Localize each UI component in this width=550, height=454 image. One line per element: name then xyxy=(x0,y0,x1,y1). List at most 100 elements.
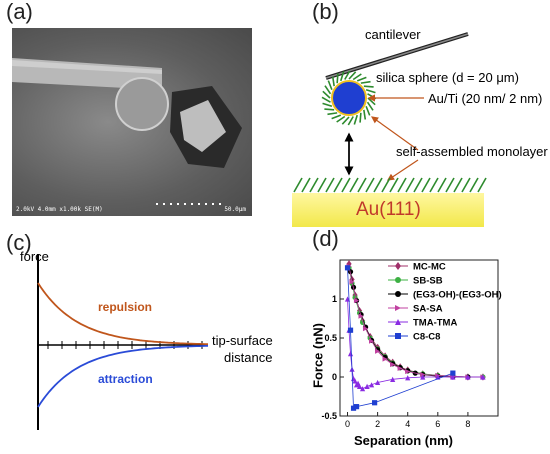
silica-sphere-label: silica sphere (d = 20 μm) xyxy=(376,70,519,85)
x-tick-label: 0 xyxy=(345,419,350,429)
x-tick-label: 6 xyxy=(435,419,440,429)
legend-marker xyxy=(395,291,401,297)
data-point xyxy=(450,374,456,380)
substrate-sam-chain xyxy=(293,177,303,193)
substrate-sam-chain xyxy=(373,177,383,193)
x-tick-label: 4 xyxy=(405,419,410,429)
y-tick-label: 1 xyxy=(332,294,337,304)
x-axis-label: Separation (nm) xyxy=(354,433,453,448)
legend-entry: MC-MC xyxy=(413,262,446,273)
legend-entry: (EG3-OH)-(EG3-OH) xyxy=(413,290,502,301)
legend-marker xyxy=(395,333,401,339)
data-point xyxy=(359,386,366,392)
y-tick-label: 0.5 xyxy=(324,333,337,343)
data-point xyxy=(405,375,411,381)
substrate-sam-chain xyxy=(389,177,399,193)
data-point xyxy=(420,374,426,380)
substrate-sam-chain xyxy=(469,177,479,193)
x-tick-label: 2 xyxy=(375,419,380,429)
sphere-sam-hair xyxy=(327,80,333,91)
sphere-sam-hair xyxy=(336,115,346,123)
sphere-sam-hair xyxy=(365,105,371,116)
sem-beam-highlight xyxy=(12,60,162,74)
panel-label-a: (a) xyxy=(6,0,33,24)
legend-marker xyxy=(395,305,401,311)
data-point xyxy=(356,383,363,389)
data-point xyxy=(362,326,369,332)
coating-label: Au/Ti (20 nm/ 2 nm) xyxy=(428,91,543,106)
substrate-sam-chain xyxy=(437,177,447,193)
x-tick-label: 8 xyxy=(465,419,470,429)
legend-entry: SA-SA xyxy=(413,304,443,315)
panel-label-d: (d) xyxy=(312,226,339,251)
repulsion-label: repulsion xyxy=(98,300,153,314)
substrate-sam-chain xyxy=(445,177,455,193)
substrate-sam-chain xyxy=(477,177,487,193)
sphere-sam-hair xyxy=(365,88,376,94)
substrate-sam-chain xyxy=(453,177,463,193)
sem-info-text: 2.0kV 4.0mm x1.00k SE(M) xyxy=(16,206,103,213)
chart-series xyxy=(344,260,486,411)
sphere-sam-hair xyxy=(359,112,362,123)
data-point xyxy=(344,265,351,271)
chart-ticks: 0 2 4 6 8 -0.5 0 0.5 1 xyxy=(321,294,470,429)
legend-entry: C8-C8 xyxy=(413,332,440,343)
substrate-sam-chain xyxy=(405,177,415,193)
substrate-sam-chain xyxy=(325,177,335,193)
sphere-sam-hair xyxy=(324,85,332,95)
sem-illustration xyxy=(12,58,242,168)
substrate-sam-chain xyxy=(317,177,327,193)
gold-coated-sphere xyxy=(331,80,367,116)
sphere-sam-hair xyxy=(322,102,333,108)
substrate-sam-chain xyxy=(357,177,367,193)
gold-substrate xyxy=(292,193,484,227)
y-tick-label: -0.5 xyxy=(321,411,337,421)
data-point xyxy=(353,404,360,410)
legend-entry: TMA-TMA xyxy=(413,318,457,329)
legend-marker xyxy=(395,277,401,283)
sphere-sam-hair xyxy=(363,109,367,120)
sam-label: self-assembled monolayer xyxy=(396,144,548,159)
data-point xyxy=(390,361,396,368)
panel-label-b: (b) xyxy=(312,0,339,24)
sphere-sam-hair xyxy=(341,116,350,125)
data-point xyxy=(382,356,388,362)
sphere-sam-hair xyxy=(322,90,331,99)
sphere-sam-hair xyxy=(336,73,339,84)
sphere-sam-hair xyxy=(353,114,359,125)
distance-label-line1: tip-surface xyxy=(212,333,273,348)
data-point xyxy=(352,378,358,384)
sem-glue-highlight xyxy=(180,100,226,152)
substrate-sam-chains xyxy=(293,177,487,193)
sphere-sam-hair xyxy=(331,114,342,120)
data-point xyxy=(353,297,360,304)
data-point xyxy=(369,338,375,344)
panel-b-schematic xyxy=(292,32,487,227)
y-tick-label: 0 xyxy=(332,372,337,382)
sem-silica-sphere xyxy=(115,77,169,131)
force-label: force xyxy=(20,249,49,264)
distance-label-line2: distance xyxy=(224,350,273,365)
attraction-curve xyxy=(37,345,208,408)
cantilever-highlight xyxy=(325,33,469,79)
substrate-sam-chain xyxy=(309,177,319,193)
sem-micrograph: 2.0kV 4.0mm x1.00k SE(M) 50.0μm xyxy=(12,28,252,216)
data-point xyxy=(364,383,370,389)
sam-arrow-top xyxy=(371,116,419,151)
sphere-sam-hairs xyxy=(321,70,377,126)
repulsion-curve xyxy=(37,282,208,345)
substrate-sam-chain xyxy=(349,177,359,193)
data-point xyxy=(405,368,411,375)
panel-c-schematic xyxy=(37,254,208,430)
data-point xyxy=(480,374,486,380)
substrate-sam-chain xyxy=(413,177,423,193)
substrate-sam-chain xyxy=(341,177,351,193)
attraction-label: attraction xyxy=(98,372,153,386)
data-point xyxy=(369,382,375,388)
scale-bar xyxy=(156,203,226,205)
data-point xyxy=(375,379,381,386)
sphere-sam-hair xyxy=(348,71,357,80)
data-point xyxy=(350,405,357,411)
